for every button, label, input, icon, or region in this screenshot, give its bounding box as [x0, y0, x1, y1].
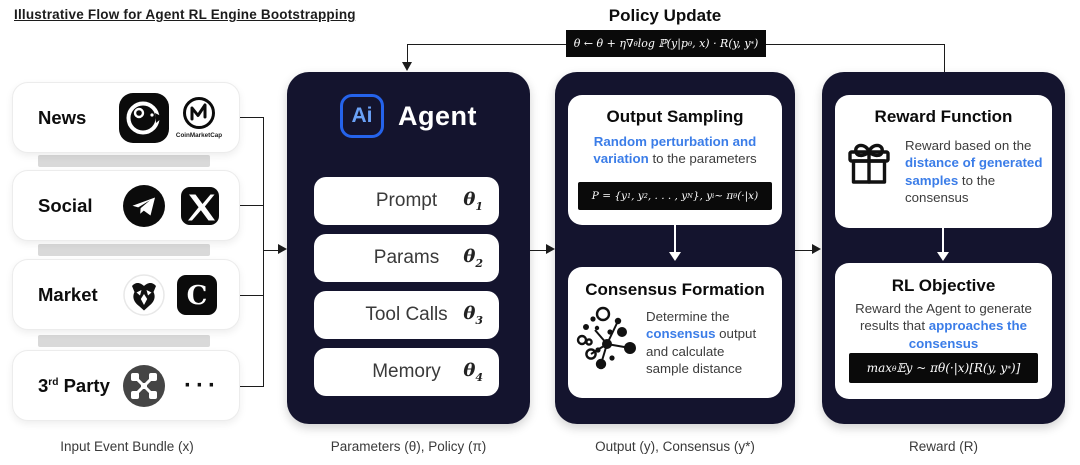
agent-row-memory: Memory θ4 [314, 348, 499, 396]
rl-objective-title: RL Objective [891, 276, 996, 295]
connector-policy-from-reward [944, 44, 945, 73]
connector-thirdparty-stub [240, 386, 264, 387]
caption-input-bundle: Input Event Bundle (x) [60, 439, 194, 454]
consensus-formation-desc: Determine the consensus output and calcu… [646, 309, 757, 376]
owl-market-icon [123, 274, 165, 316]
stack-tab-3 [38, 335, 210, 347]
telegram-icon [123, 185, 165, 227]
connector-bus-to-agent [263, 250, 279, 251]
ai-logo-icon: Ai [340, 94, 384, 138]
output-sampling-card: Output Sampling Random perturbation and … [568, 95, 782, 225]
reward-function-desc: Reward based on the distance of generate… [905, 138, 1043, 205]
svg-text:C: C [187, 281, 208, 311]
thirdparty-label: 3rd Party [38, 374, 110, 396]
caption-parameters-policy: Parameters (θ), Policy (π) [330, 439, 487, 454]
rl-objective-card: RL Objective Reward the Agent to generat… [835, 263, 1052, 399]
source-box-social: Social [12, 170, 240, 241]
agent-title: Agent [398, 100, 477, 131]
connector-bus-vertical [263, 117, 264, 387]
more-sources-ellipsis: ··· [184, 372, 220, 399]
coinmarketcap-icon [183, 97, 215, 129]
source-box-news: News CoinMarketCap [12, 82, 240, 153]
arrowhead-into-agent-left [278, 244, 287, 254]
connector-sampling-to-reward [795, 250, 813, 251]
market-label: Market [38, 283, 98, 305]
stack-tab-2 [38, 244, 210, 256]
connector-policy-right [766, 44, 945, 45]
cluster-icon [576, 306, 636, 370]
bird-news-app-icon [119, 93, 169, 143]
social-label: Social [38, 194, 93, 216]
caption-output-consensus: Output (y), Consensus (y*) [595, 439, 755, 454]
diagram-title: Illustrative Flow for Agent RL Engine Bo… [14, 7, 356, 22]
reward-function-title: Reward Function [874, 107, 1013, 126]
connector-news-stub [240, 117, 264, 118]
connector-policy-left [407, 44, 566, 45]
theta-2: θ2 [463, 246, 483, 270]
agent-row-tool-calls: Tool Calls θ3 [314, 291, 499, 339]
arrowhead-into-rl-objective [937, 252, 949, 261]
source-box-market: Market C [12, 259, 240, 330]
sampling-box: Output Sampling Random perturbation and … [555, 72, 795, 424]
reward-function-body: Reward based on the distance of generate… [835, 135, 1052, 206]
agent-parameter-rows: Prompt θ1 Params θ2 Tool Calls θ3 Memory… [314, 177, 499, 405]
policy-update-label: Policy Update [608, 6, 722, 25]
agent-row-prompt: Prompt θ1 [314, 177, 499, 225]
agent-row-params: Params θ2 [314, 234, 499, 282]
stack-tab-1 [38, 155, 210, 167]
theta-3: θ3 [463, 303, 483, 327]
arrowhead-into-reward [812, 244, 821, 254]
output-sampling-title: Output Sampling [606, 107, 744, 126]
connector-market-stub [240, 295, 264, 296]
reward-function-card: Reward Function Reward based on the dist… [835, 95, 1052, 228]
connector-sampling-internal [674, 225, 676, 252]
output-sampling-desc: Random perturbation and variation to the… [593, 134, 757, 167]
consensus-formation-title: Consensus Formation [585, 280, 765, 299]
arrowhead-into-sampling [546, 244, 555, 254]
gift-icon [848, 143, 890, 184]
consensus-body: Determine the consensus output and calcu… [568, 304, 782, 380]
agent-header: Ai Agent [287, 94, 530, 138]
source-box-thirdparty: 3rd Party ··· [12, 350, 240, 421]
theta-1: θ1 [463, 189, 483, 213]
theta-4: θ4 [463, 360, 483, 384]
arrowhead-into-consensus [669, 252, 681, 261]
connector-social-stub [240, 205, 264, 206]
c-exchange-icon: C [177, 275, 217, 315]
coinmarketcap-caption: CoinMarketCap [175, 132, 223, 139]
caption-reward: Reward (R) [908, 439, 978, 454]
x-twitter-icon [181, 187, 219, 225]
reward-box: Reward Function Reward based on the dist… [822, 72, 1065, 424]
connector-policy-drop [407, 44, 408, 63]
rl-objective-desc: Reward the Agent to generate results tha… [855, 301, 1032, 351]
news-label: News [38, 106, 87, 128]
consensus-formation-card: Consensus Formation [568, 267, 782, 398]
arrowhead-into-agent-top [402, 62, 412, 71]
connector-reward-internal [942, 227, 944, 252]
connector-agent-to-sampling [530, 250, 547, 251]
agent-box: Ai Agent Prompt θ1 Params θ2 Tool Calls … [287, 72, 530, 424]
network-api-icon [123, 365, 165, 407]
coinmarketcap-group: CoinMarketCap [163, 95, 235, 139]
